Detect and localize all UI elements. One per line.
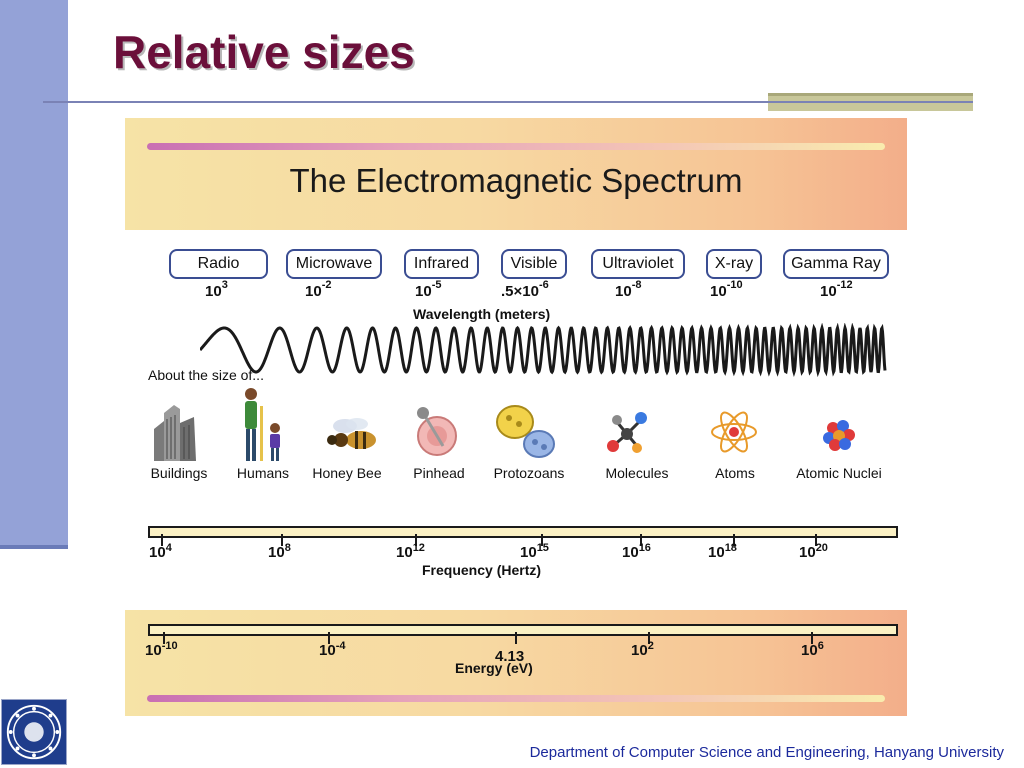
energy-tick-label: 4.13 [495, 648, 525, 665]
object-molecules: Molecules [605, 465, 669, 481]
wave-illustration [200, 323, 887, 377]
university-seal-logo [1, 699, 67, 765]
frequency-tick-label: 1016 [622, 542, 651, 561]
type-infrared: Infrared [404, 249, 479, 279]
molecules-icon [607, 412, 647, 453]
title-divider-accent [768, 101, 973, 103]
atomic-nuclei-icon [823, 420, 855, 451]
type-visible: Visible [501, 249, 567, 279]
wavelength-microwave: 10-2 [305, 279, 332, 300]
frequency-tick-label: 108 [268, 542, 291, 561]
atoms-icon [711, 411, 757, 453]
frequency-tick-label: 1020 [799, 542, 828, 561]
type-ultraviolet: Ultraviolet [591, 249, 685, 279]
type-gamma-ray: Gamma Ray [783, 249, 889, 279]
object-protozoans: Protozoans [493, 465, 565, 481]
object-humans: Humans [236, 465, 290, 481]
frequency-axis-label: Frequency (Hertz) [422, 562, 542, 578]
humans-icon [245, 388, 280, 461]
wavelength-gamma-ray: 10-12 [820, 279, 853, 300]
object-buildings: Buildings [150, 465, 208, 481]
spectrum-diagram: The Electromagnetic Spectrum Radio Micro… [125, 118, 907, 716]
type-radio: Radio [169, 249, 268, 279]
object-honey-bee: Honey Bee [312, 465, 382, 481]
slide-title: Relative sizes [113, 26, 415, 78]
wavelength-infrared: 10-5 [415, 279, 442, 300]
bottom-gradient-band [147, 695, 885, 702]
energy-tick-label: 102 [631, 640, 654, 659]
type-microwave: Microwave [286, 249, 382, 279]
wavelength-radio: 103 [205, 279, 228, 300]
object-atomic-nuclei: Atomic Nuclei [796, 465, 882, 481]
energy-tick [328, 632, 330, 644]
frequency-tick [161, 534, 163, 546]
frequency-tick [541, 534, 543, 546]
energy-tick [163, 632, 165, 644]
buildings-icon [154, 405, 196, 461]
frequency-tick [281, 534, 283, 546]
energy-tick [648, 632, 650, 644]
energy-tick [515, 632, 517, 644]
object-atoms: Atoms [715, 465, 755, 481]
wavelength-visible: .5×10-6 [501, 279, 549, 300]
size-comparison-label: About the size of... [148, 367, 264, 383]
frequency-tick [815, 534, 817, 546]
type-xray: X-ray [706, 249, 762, 279]
energy-scale-bar [148, 624, 898, 636]
frequency-tick-label: 104 [149, 542, 172, 561]
energy-tick-label: 10-10 [145, 640, 178, 659]
footer-department: Department of Computer Science and Engin… [529, 744, 1004, 761]
side-accent-bar-edge [0, 545, 68, 549]
frequency-tick [415, 534, 417, 546]
frequency-tick-label: 1012 [396, 542, 425, 561]
wavelength-ultraviolet: 10-8 [615, 279, 642, 300]
honey-bee-icon [327, 418, 376, 449]
energy-axis-label: Energy (eV) [455, 660, 533, 676]
frequency-tick-label: 1015 [520, 542, 549, 561]
frequency-tick [733, 534, 735, 546]
wavelength-axis-label: Wavelength (meters) [413, 306, 551, 322]
energy-tick-label: 10-4 [319, 640, 346, 659]
wavelength-xray: 10-10 [710, 279, 743, 300]
side-accent-bar [0, 0, 68, 545]
diagram-title: The Electromagnetic Spectrum [289, 162, 743, 199]
frequency-tick-label: 1018 [708, 542, 737, 561]
top-gradient-band [147, 143, 885, 150]
protozoans-icon [496, 405, 555, 458]
pinhead-icon [417, 407, 457, 456]
energy-tick [811, 632, 813, 644]
energy-tick-label: 106 [801, 640, 824, 659]
frequency-scale-bar [148, 526, 898, 538]
title-divider [43, 101, 973, 103]
frequency-tick [640, 534, 642, 546]
object-pinhead: Pinhead [413, 465, 465, 481]
